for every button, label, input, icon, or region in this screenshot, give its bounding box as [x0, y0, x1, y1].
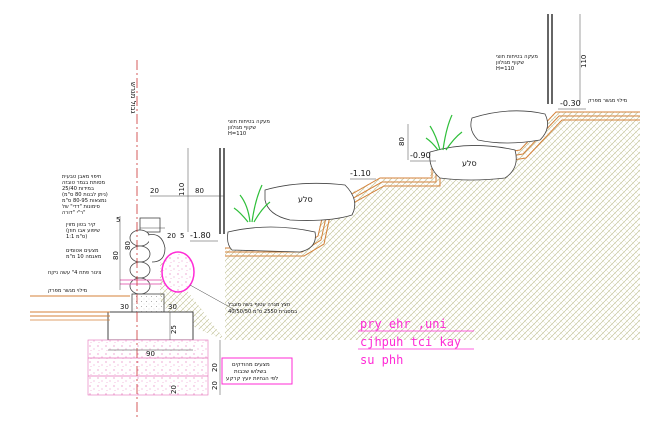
- level-1: -1.80: [190, 231, 211, 240]
- svg-text:su phh: su phh: [360, 353, 403, 367]
- svg-text:מאגמה 10 מ"מ: מאגמה 10 מ"מ: [66, 254, 102, 260]
- rock-label-2: סלע: [462, 159, 477, 168]
- dim-30-left: 30: [120, 303, 129, 311]
- rock-group: [227, 110, 548, 253]
- svg-text:חיפוי מאבן טבעית: חיפוי מאבן טבעית: [62, 174, 101, 180]
- svg-text:מסותת בגמר טובזה: מסותת בגמר טובזה: [62, 180, 105, 186]
- fill-layers: [87, 339, 209, 396]
- fill-base-note: מצעים מהודקים בשלוש שכבות לפי הנחיות יוע…: [226, 362, 278, 382]
- svg-text:סימונות "דדי" של: סימונות "דדי" של: [62, 204, 101, 210]
- fill-base-box: [221, 357, 293, 385]
- soil-mass: [160, 112, 640, 340]
- svg-text:חצץ מגרה עטוף בשה מוגבל: חצץ מגרה עטוף בשה מוגבל: [228, 302, 290, 308]
- plant-icon: [233, 114, 463, 223]
- rock-1: [264, 182, 356, 221]
- dim-80-inner: 80: [124, 241, 132, 250]
- rock-label-1: סלע: [298, 195, 313, 204]
- svg-text:1:1 ס"מ): 1:1 ס"מ): [66, 234, 87, 240]
- drain-gravel: [161, 251, 195, 293]
- svg-text:מעקה בטיחות חוצי: מעקה בטיחות חוצי: [228, 119, 270, 125]
- dim-80-right: 80: [398, 137, 406, 146]
- dim-20-wall: 20: [167, 232, 176, 240]
- dim-25: 25: [170, 325, 178, 334]
- svg-text:מצעים אטומים: מצעים אטומים: [66, 248, 99, 254]
- dim-5-wall: 5: [116, 216, 120, 224]
- svg-text:(ניתן לבנות 80 ס"מ): (ניתן לבנות 80 ס"מ): [62, 192, 108, 198]
- drain-pipe-note: חצץ מגרה עטוף בשה מוגבל במסגרת 2550 ס"מ …: [228, 302, 297, 315]
- rock-3: [429, 145, 517, 181]
- dim-20-fill-c: 20: [170, 385, 178, 394]
- pipe-note: צינור פתח 4" עשה ניקוז: [48, 270, 101, 276]
- svg-text:H=110: H=110: [496, 66, 514, 72]
- dim-90: 90: [146, 350, 155, 358]
- rock-4: [470, 110, 548, 144]
- dimension-lines: [108, 14, 581, 395]
- svg-text:במידות 25/40: במידות 25/40: [62, 186, 94, 192]
- svg-text:ר"י "דורה": ר"י "דורה": [62, 210, 85, 216]
- railing-1: [219, 148, 225, 234]
- wall-base: [131, 293, 165, 313]
- level-3: -0.90: [410, 151, 431, 160]
- svg-text:לפי הנחיות יועץ קרקע: לפי הנחיות יועץ קרקע: [226, 375, 278, 382]
- handwritten-note: pry ehr ,uni cjhpuh tci kay su phh: [358, 317, 474, 367]
- svg-text:בשלוש שכבות: בשלוש שכבות: [234, 368, 266, 375]
- dim-110-left: 110: [178, 183, 186, 196]
- svg-text:קיר בטון מזוין: קיר בטון מזוין: [66, 222, 96, 228]
- wall-note: חיפוי מאבן טבעית מסותת בגמר טובזה במידות…: [62, 174, 108, 216]
- dim-20-fill-a: 20: [211, 363, 219, 372]
- dim-5: 5: [180, 232, 184, 240]
- level-2: -1.10: [350, 169, 371, 178]
- svg-text:במסגרת 2550 ס"מ 40/50/50: במסגרת 2550 ס"מ 40/50/50: [228, 309, 297, 315]
- property-line-label: גבול מגרש: [129, 82, 137, 114]
- svg-text:שקוף מגולוון: שקוף מגולוון: [228, 125, 256, 131]
- dim-110-right: 110: [580, 55, 588, 68]
- dim-80-wall: 80: [112, 251, 120, 260]
- soil-note: מילוי מגשר מפרק: [48, 288, 88, 294]
- svg-text:נמצאות 80-95 ס"מ: נמצאות 80-95 ס"מ: [62, 198, 107, 204]
- block-note: קיר בטון מזוין (שיפוע אבו חוזן 1:1 ס"מ): [66, 222, 100, 240]
- foundation-block: [107, 311, 194, 341]
- svg-text:מצעים מהודקים: מצעים מהודקים: [232, 362, 270, 368]
- level-4: -0.30: [560, 99, 581, 108]
- rail-note-2: מעקה בטיחות חוצי שקוף מגולוון H=110: [496, 54, 538, 72]
- svg-text:cjhpuh tci kay: cjhpuh tci kay: [360, 335, 461, 349]
- rock-2: [227, 226, 316, 253]
- stone-wall: [129, 217, 166, 295]
- drain-note: מצעים אטומים מאגמה 10 מ"מ: [66, 248, 102, 260]
- dim-30-right: 30: [168, 303, 177, 311]
- dim-80-top: 80: [195, 187, 204, 195]
- soil-note-right: מילוי מגשר מפרק: [588, 98, 628, 104]
- rail-note-1: מעקה בטיחות חוצי שקוף מגולוון H=110: [228, 119, 270, 137]
- svg-text:(שיפוע אבו חוזן: (שיפוע אבו חוזן: [66, 228, 100, 234]
- svg-text:H=110: H=110: [228, 131, 246, 137]
- svg-text:pry ehr ,uni: pry ehr ,uni: [360, 317, 447, 331]
- svg-text:מעקה בטיחות חוצי: מעקה בטיחות חוצי: [496, 54, 538, 60]
- dim-20-fill-b: 20: [211, 381, 219, 390]
- railing-2: [547, 14, 553, 104]
- dim-20-top: 20: [150, 187, 159, 195]
- svg-text:שקוף מגולוון: שקוף מגולוון: [496, 60, 524, 66]
